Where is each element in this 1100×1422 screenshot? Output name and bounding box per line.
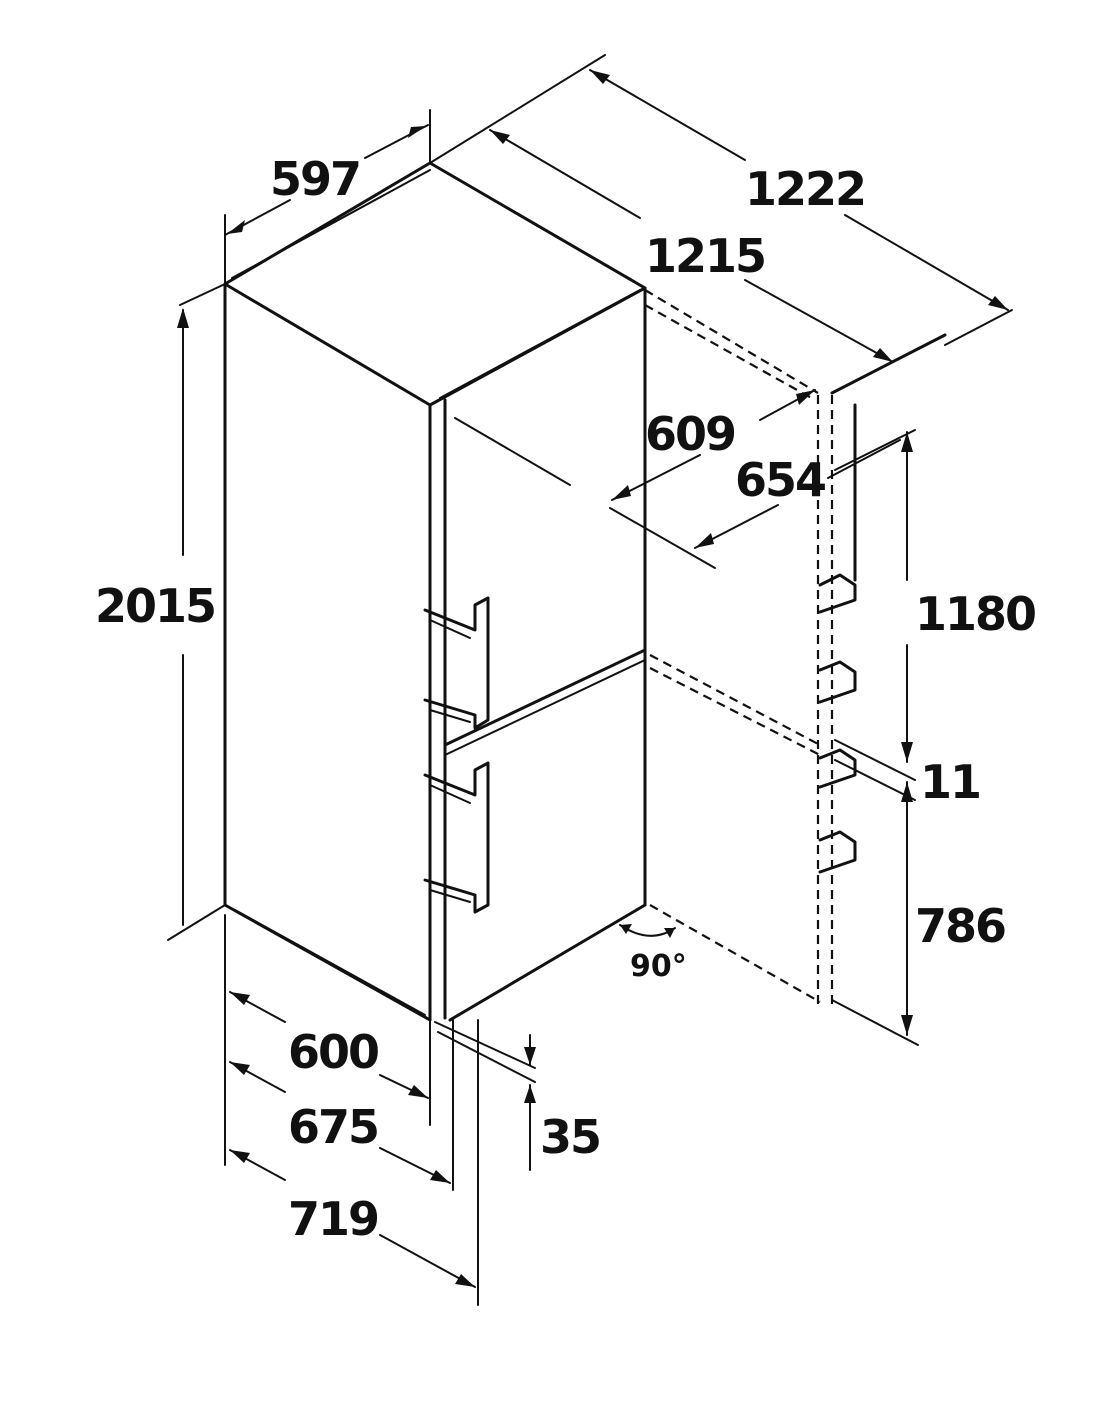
depth-door-open-label: 1215 bbox=[645, 229, 765, 283]
dim-2015: 2015 bbox=[95, 283, 226, 941]
depth-body-label: 600 bbox=[288, 1025, 378, 1079]
dim-right-vertical: 1180 11 786 bbox=[831, 429, 1037, 1046]
depth-open-label: 1222 bbox=[745, 162, 865, 216]
depth-door-label: 675 bbox=[288, 1100, 378, 1154]
door-angle-indicator: 90° bbox=[619, 924, 687, 984]
upper-door-label: 1180 bbox=[915, 587, 1035, 641]
swing-654-label: 654 bbox=[735, 453, 825, 507]
dim-bottom-depth: 600 675 719 bbox=[224, 914, 479, 1306]
door-offset-label: 35 bbox=[540, 1110, 600, 1164]
lower-door-handle bbox=[423, 761, 490, 914]
dim-1222: 1222 bbox=[429, 54, 1013, 346]
open-door-outline bbox=[644, 289, 947, 1005]
angle-label: 90° bbox=[630, 949, 687, 984]
width-label: 597 bbox=[270, 152, 360, 206]
lower-door-label: 786 bbox=[915, 899, 1005, 953]
dim-597: 597 bbox=[224, 109, 431, 285]
upper-door-handle bbox=[423, 596, 490, 730]
height-label: 2015 bbox=[95, 579, 215, 633]
fridge-body bbox=[223, 161, 647, 1022]
dim-1215: 1215 bbox=[489, 129, 894, 363]
gap-label: 11 bbox=[920, 755, 980, 809]
depth-handle-label: 719 bbox=[288, 1192, 378, 1246]
dim-609-654: 609 654 bbox=[454, 389, 901, 569]
dim-35: 35 bbox=[434, 1021, 602, 1171]
swing-609-label: 609 bbox=[645, 407, 735, 461]
